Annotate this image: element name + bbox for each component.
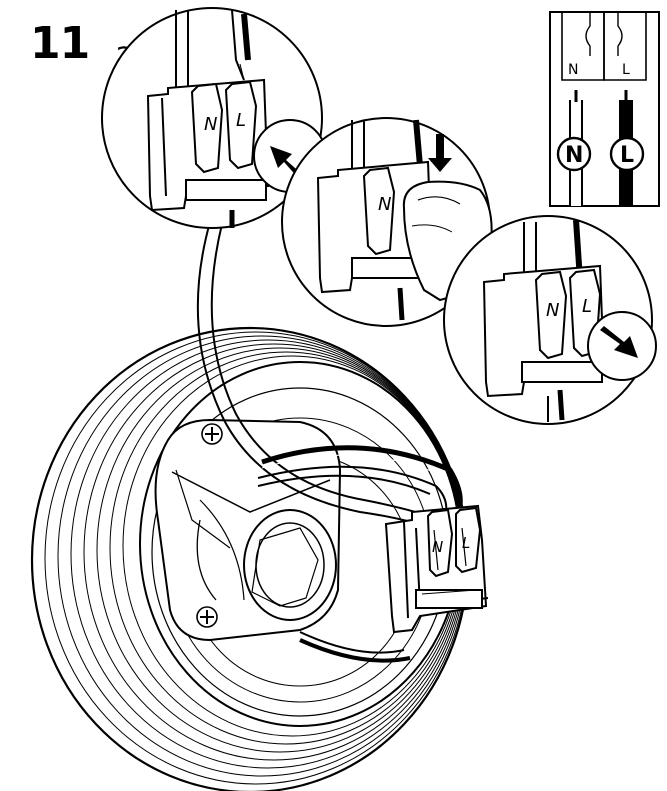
insert-label-neutral: N [204, 114, 217, 135]
mains-cable [196, 221, 463, 663]
pull-arrow-icon [587, 311, 657, 381]
terminal-block [384, 504, 489, 634]
legend-terminal-neutral: N [568, 62, 578, 78]
pull-label-neutral: N [546, 300, 559, 321]
wiring-legend [549, 11, 660, 207]
pull-label-live: L [582, 296, 592, 317]
detail-view-insert: N L [101, 7, 327, 229]
connector-label-neutral: N [432, 538, 443, 556]
press-down-arrow-icon [428, 134, 452, 172]
press-label-neutral: N [378, 194, 391, 215]
step-number: 11 [30, 18, 90, 69]
detail-view-pull: N L [443, 215, 657, 425]
insert-label-live: L [236, 110, 246, 131]
detail-view-press: N [281, 117, 493, 327]
legend-badge-live: L [620, 143, 634, 168]
legend-badge-neutral: N [565, 143, 583, 168]
legend-terminal-live: L [622, 62, 630, 78]
screw-icon [201, 423, 223, 445]
screw-icon [196, 606, 218, 628]
connector-label-live: L [462, 534, 470, 552]
